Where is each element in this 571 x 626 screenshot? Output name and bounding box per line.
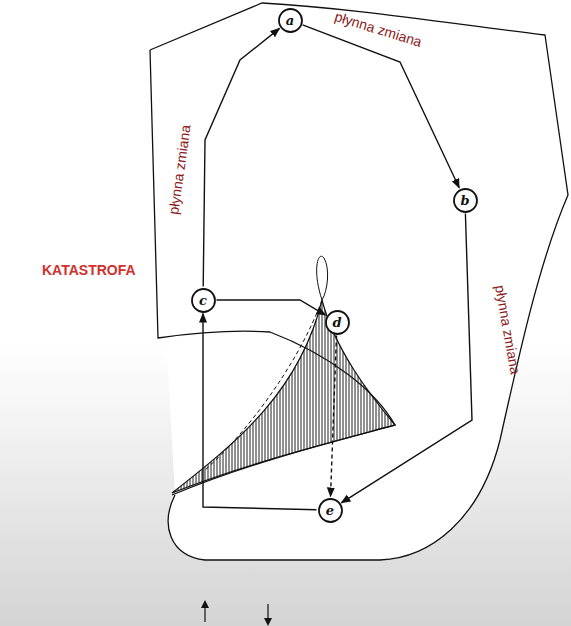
path-arrow bbox=[303, 25, 460, 188]
upper-sheet bbox=[150, 3, 568, 560]
middle-sheet bbox=[172, 300, 395, 493]
state-letter: c bbox=[191, 294, 216, 307]
state-circle: e bbox=[318, 498, 343, 523]
state-letter: a bbox=[278, 14, 303, 27]
state-letter: e bbox=[318, 504, 343, 517]
path-arrow bbox=[331, 336, 337, 497]
note-label: KATASTROFA bbox=[42, 262, 136, 278]
axis-arrow bbox=[267, 604, 268, 622]
hidden-fold-line bbox=[205, 300, 322, 470]
state-letter: d bbox=[325, 316, 350, 329]
state-circle: b bbox=[453, 188, 478, 213]
path-arrow bbox=[341, 214, 472, 503]
axis-arrow bbox=[204, 604, 205, 622]
path-arrow bbox=[203, 314, 317, 510]
state-circle: d bbox=[325, 310, 350, 335]
state-circle: c bbox=[191, 288, 216, 313]
path-arrow bbox=[217, 300, 326, 315]
state-circle: a bbox=[278, 8, 303, 33]
path-arrow bbox=[203, 28, 279, 286]
state-letter: b bbox=[453, 194, 478, 207]
fold-edge bbox=[150, 50, 395, 495]
cusp-loop bbox=[317, 256, 328, 300]
